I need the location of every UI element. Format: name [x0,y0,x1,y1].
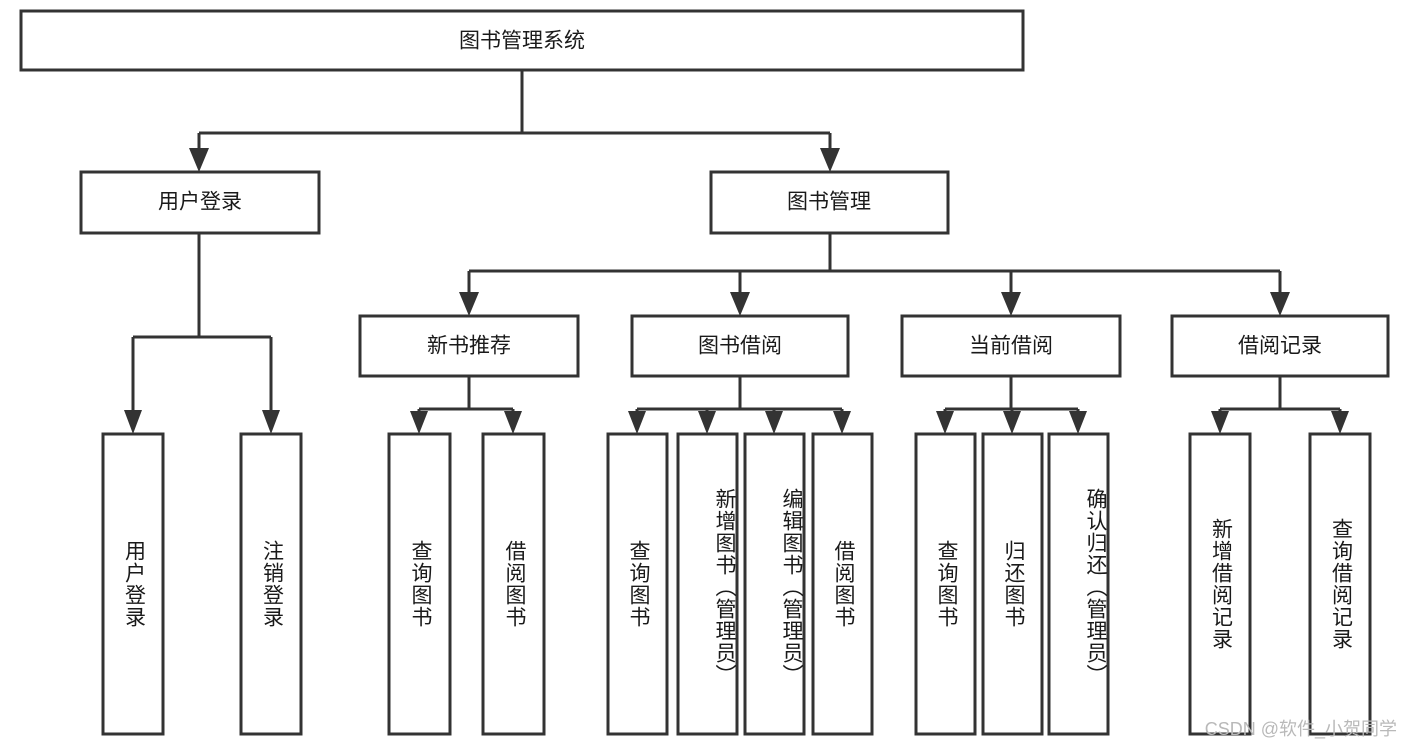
leaf-query-borrow-record-text-wrap: 查询借阅记录 [1329,518,1353,650]
node-current-borrow[interactable]: 当前借阅 [900,314,1122,378]
leaf-query-book-newbook-label: 查询图书 [408,540,432,628]
node-book-borrow-label: 图书借阅 [698,335,782,358]
node-root-label: 图书管理系统 [459,30,585,53]
leaf-user-login-box[interactable] [101,432,165,736]
leaf-edit-book-admin-text-wrap: 编辑图书（管理员） [780,488,803,686]
leaf-query-book-newbook[interactable]: 查询图书 [387,432,452,736]
leaf-confirm-return-admin-text-wrap: 确认归还（管理员） [1084,488,1107,686]
arrow-head-book-manage [820,148,840,172]
leaf-user-login-text-wrap: 用户登录 [122,540,146,628]
leaf-user-login-label: 用户登录 [122,540,146,628]
leaf-return-book-box[interactable] [981,432,1044,736]
node-borrow-record[interactable]: 借阅记录 [1170,314,1390,378]
leaf-query-book-current[interactable]: 查询图书 [914,432,977,736]
node-current-borrow-box[interactable] [900,314,1122,378]
arrow-head-leaf-return-book [1003,411,1021,434]
leaf-return-book[interactable]: 归还图书 [981,432,1044,736]
arrow-head-leaf-add-book [698,411,716,434]
arrow-head-leaf-borrow-book-1 [504,411,522,434]
leaf-borrow-book-newbook-box[interactable] [481,432,546,736]
arrow-head-leaf-edit-book [765,411,783,434]
node-book-management[interactable]: 图书管理 [709,170,950,235]
arrow-head-leaf-borrow-book-2 [833,411,851,434]
leaf-query-borrow-record-label: 查询借阅记录 [1329,518,1353,650]
node-book-borrow-box[interactable] [630,314,850,378]
arrow-head-leaf-query-book-1 [410,411,428,434]
leaf-query-book-current-label: 查询图书 [934,540,958,628]
node-new-book-recommend[interactable]: 新书推荐 [358,314,580,378]
leaf-user-login[interactable]: 用户登录 [101,432,165,736]
arrow-head-leaf-add-record [1211,411,1229,434]
leaf-query-book-current-text-wrap: 查询图书 [934,540,958,628]
arrow-head-leaf-logout [262,410,280,434]
leaf-query-borrow-record-box[interactable] [1308,432,1372,736]
leaf-return-book-label: 归还图书 [1001,540,1025,628]
node-new-book-recommend-label: 新书推荐 [427,335,511,358]
node-borrow-record-box[interactable] [1170,314,1390,378]
leaf-add-borrow-record-box[interactable] [1188,432,1252,736]
node-user-login-label: 用户登录 [158,191,242,214]
node-borrow-record-label: 借阅记录 [1238,335,1322,358]
arrow-head-book-borrow [730,292,750,316]
arrow-head-new-book-rec [459,292,479,316]
leaf-query-book-borrow[interactable]: 查询图书 [606,432,669,736]
arrow-head-leaf-confirm-return [1069,411,1087,434]
node-book-management-box[interactable] [709,170,950,235]
leaf-add-borrow-record-text-wrap: 新增借阅记录 [1209,518,1233,650]
leaf-edit-book-admin[interactable]: 编辑图书（管理员） [743,432,806,736]
leaf-borrow-book-newbook-label: 借阅图书 [502,540,526,628]
node-root[interactable]: 图书管理系统 [19,9,1025,72]
leaf-confirm-return-admin-label: 确认归还（管理员） [1084,488,1107,686]
leaf-query-book-borrow-text-wrap: 查询图书 [626,540,650,628]
node-book-management-label: 图书管理 [787,191,871,214]
leaf-query-book-borrow-box[interactable] [606,432,669,736]
arrow-head-borrow-record [1270,292,1290,316]
leaf-query-book-newbook-box[interactable] [387,432,452,736]
leaf-return-book-text-wrap: 归还图书 [1001,540,1025,628]
leaf-borrow-book-newbook[interactable]: 借阅图书 [481,432,546,736]
arrow-head-leaf-query-book-3 [936,411,954,434]
leaf-query-book-borrow-label: 查询图书 [626,540,650,628]
leaf-logout-label: 注销登录 [260,540,284,628]
leaf-confirm-return-admin[interactable]: 确认归还（管理员） [1047,432,1110,736]
leaf-add-book-admin-text-wrap: 新增图书（管理员） [713,488,736,686]
leaf-query-book-newbook-text-wrap: 查询图书 [408,540,432,628]
node-new-book-recommend-box[interactable] [358,314,580,378]
arrow-head-current-borrow [1001,292,1021,316]
leaf-add-borrow-record-label: 新增借阅记录 [1209,518,1233,650]
leaf-add-book-admin-box[interactable] [676,432,739,736]
leaf-add-book-admin[interactable]: 新增图书（管理员） [676,432,739,736]
leaf-logout-text-wrap: 注销登录 [260,540,284,628]
leaf-edit-book-admin-label: 编辑图书（管理员） [780,488,803,686]
node-root-box[interactable] [19,9,1025,72]
leaf-add-book-admin-label: 新增图书（管理员） [713,488,736,686]
node-book-borrow[interactable]: 图书借阅 [630,314,850,378]
leaf-borrow-book-borrow-box[interactable] [811,432,874,736]
leaf-borrow-book-borrow[interactable]: 借阅图书 [811,432,874,736]
leaf-edit-book-admin-box[interactable] [743,432,806,736]
leaf-add-borrow-record[interactable]: 新增借阅记录 [1188,432,1252,736]
arrow-head-leaf-query-record [1331,411,1349,434]
arrow-head-user-login [189,148,209,172]
leaf-query-book-current-box[interactable] [914,432,977,736]
node-current-borrow-label: 当前借阅 [969,335,1053,358]
arrow-head-leaf-user-login [124,410,142,434]
node-user-login[interactable]: 用户登录 [79,170,321,235]
leaf-query-borrow-record[interactable]: 查询借阅记录 [1308,432,1372,736]
leaf-borrow-book-borrow-text-wrap: 借阅图书 [831,540,855,628]
leaf-borrow-book-newbook-text-wrap: 借阅图书 [502,540,526,628]
leaf-logout[interactable]: 注销登录 [239,432,303,736]
arrow-head-leaf-query-book-2 [628,411,646,434]
leaf-borrow-book-borrow-label: 借阅图书 [831,540,855,628]
leaf-logout-box[interactable] [239,432,303,736]
leaf-confirm-return-admin-box[interactable] [1047,432,1110,736]
node-user-login-box[interactable] [79,170,321,235]
connector-layer [124,70,1349,434]
